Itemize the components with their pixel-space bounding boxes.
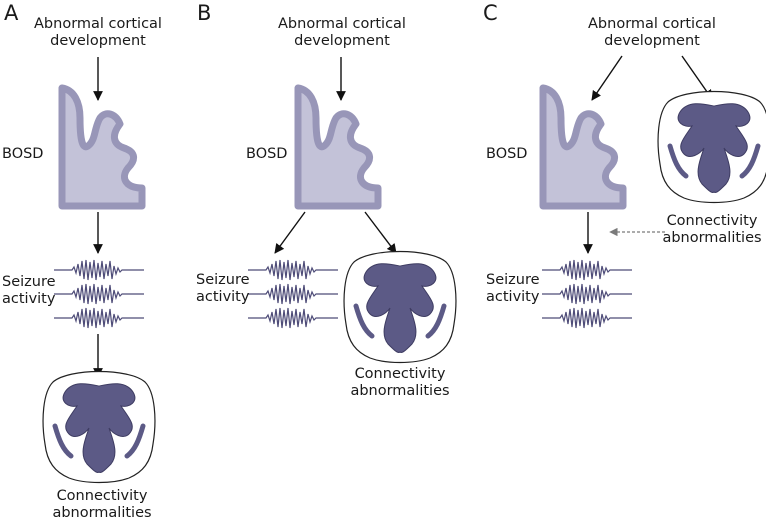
panel-a-conn-line1: Connectivity <box>56 488 148 504</box>
cortex-icon-b <box>298 88 378 206</box>
panel-c-top-line1: Abnormal cortical <box>588 16 716 32</box>
panel-b-top-line1: Abnormal cortical <box>278 16 406 32</box>
arrow-bosd-to-seizure-b <box>274 211 306 254</box>
panel-b-seizure-label: Seizure activity <box>196 272 250 306</box>
panel-b-seizure-line2: activity <box>196 289 250 305</box>
panel-a-seizure-line1: Seizure <box>2 274 56 290</box>
panel-a-conn-line2: abnormalities <box>52 505 152 521</box>
panel-a-seizure-label: Seizure activity <box>2 274 56 308</box>
panel-a-bosd-label: BOSD <box>2 146 44 162</box>
panel-b-letter: B <box>197 1 212 25</box>
panel-c-conn-label: Connectivity abnormalities <box>658 213 766 247</box>
brain-connectivity-icon-a <box>43 372 155 483</box>
panel-c-graphics <box>542 55 766 328</box>
eeg-trace-icon-b <box>248 260 338 328</box>
panel-a-seizure-line2: activity <box>2 291 56 307</box>
panel-b-graphics <box>248 57 456 363</box>
panel-c-seizure-line2: activity <box>486 289 540 305</box>
cortex-icon-c <box>543 88 623 206</box>
arrow-bosd-to-conn-b <box>364 211 397 254</box>
panel-a-top-line2: development <box>50 33 146 49</box>
panel-c-top-label: Abnormal cortical development <box>582 16 722 50</box>
cortex-icon-a <box>62 88 142 206</box>
brain-connectivity-icon-b <box>344 252 456 363</box>
panel-b-top-line2: development <box>294 33 390 49</box>
panel-b-top-label: Abnormal cortical development <box>272 16 412 50</box>
panel-b-bosd-label: BOSD <box>246 146 288 162</box>
panel-a-top-line1: Abnormal cortical <box>34 16 162 32</box>
panel-c-top-line2: development <box>604 33 700 49</box>
brain-connectivity-icon-c <box>658 92 766 203</box>
panel-a-conn-label: Connectivity abnormalities <box>42 488 162 522</box>
arrow-dev-to-bosd-c <box>591 55 623 101</box>
panel-b-conn-label: Connectivity abnormalities <box>340 366 460 400</box>
panel-c-conn-line2: abnormalities <box>662 230 762 246</box>
panel-b-conn-line2: abnormalities <box>350 383 450 399</box>
panel-a-graphics <box>43 57 155 483</box>
panel-a-top-label: Abnormal cortical development <box>28 16 168 50</box>
panel-b-seizure-line1: Seizure <box>196 272 250 288</box>
panel-c-conn-line1: Connectivity <box>666 213 758 229</box>
panel-c-seizure-label: Seizure activity <box>486 272 540 306</box>
panel-c-seizure-line1: Seizure <box>486 272 540 288</box>
eeg-trace-icon-c <box>542 260 632 328</box>
panel-c-bosd-label: BOSD <box>486 146 528 162</box>
eeg-trace-icon-a <box>54 260 144 328</box>
panel-b-conn-line1: Connectivity <box>354 366 446 382</box>
panel-a-letter: A <box>4 1 19 25</box>
panel-c-letter: C <box>483 1 498 25</box>
